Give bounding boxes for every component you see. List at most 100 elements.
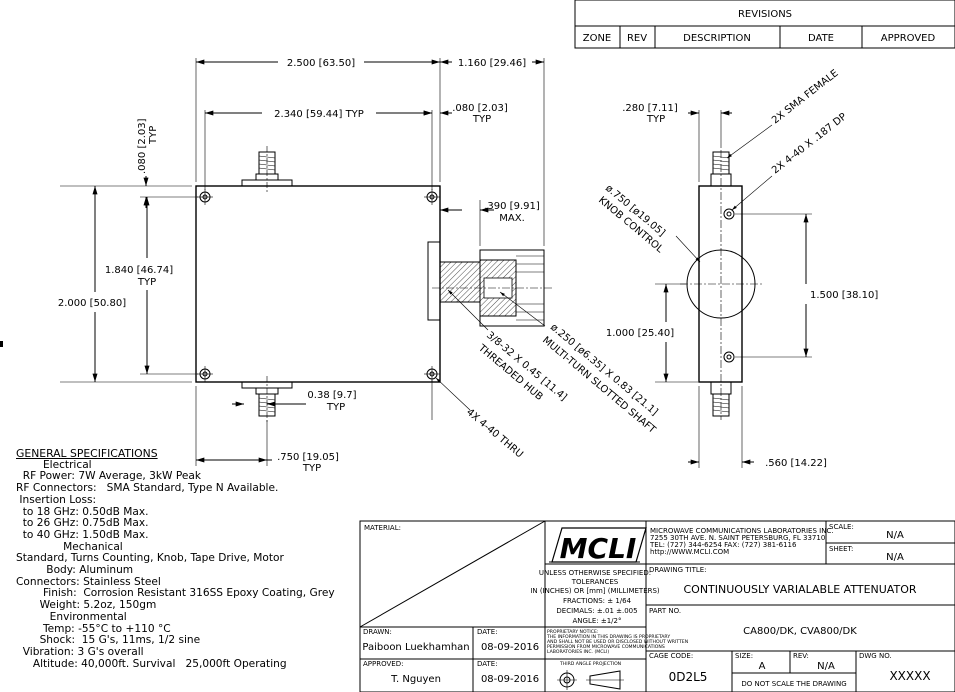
dwg-label: DWG NO. [859,652,892,660]
drawn-date: 08-09-2016 [481,642,539,653]
sma-connector-bottom [241,376,293,422]
approved-label: APPROVED: [363,660,403,668]
approved-by: T. Nguyen [390,674,441,685]
general-specifications: GENERAL SPECIFICATIONS Electrical RF Pow… [16,448,376,670]
notice-line-3: AND SHALL NOT BE USED OR DISCLOSED WITHO… [547,639,688,645]
sheet-label: SHEET: [829,545,853,553]
specs-list: Electrical RF Power: 7W Average, 3kW Pea… [16,458,376,671]
side-view: .280 [7.11] TYP 1.500 [38.10] 1.000 [25.… [596,68,878,469]
spec-line: to 26 GHz: 0.75dB Max. [16,517,149,530]
tapped-hole [723,208,735,220]
dim-knob-length: 1.160 [29.46] [458,58,526,69]
sheet-value: N/A [886,552,904,563]
side-sma-top [710,151,732,187]
rev-value: N/A [817,661,835,672]
projection-label: THIRD ANGLE PROJECTION [559,661,621,667]
scale-label: SCALE: [829,523,854,531]
notice-line-5: LABORATORIES INC. (MCLI) [547,649,609,655]
dim-height-overall: 2.000 [50.80] [58,298,126,309]
spec-line: RF Connectors: SMA Standard, Type N Avai… [16,482,279,495]
drawing-title: CONTINUOUSLY VARIALABLE ATTENUATOR [683,583,916,596]
dwg-value: XXXXX [889,669,930,683]
spec-line: Weight: 5.2oz, 150gm [16,599,157,612]
revisions-col-description: DESCRIPTION [683,33,751,44]
dim-max-protrusion-note: MAX. [499,213,525,224]
dim-max-protrusion: .390 [9.91] [484,201,540,212]
sma-connector-top [241,146,293,192]
spec-line: to 18 GHz: 0.50dB Max. [16,505,149,518]
company-line-2: 7255 30TH AVE. N. SAINT PETERSBURG, FL 3… [650,534,825,542]
knob-assembly [427,241,552,327]
mounting-hole [424,189,440,205]
specs-title: GENERAL SPECIFICATIONS [16,447,158,460]
drawing-title-label: DRAWING TITLE: [649,566,707,574]
dim-hole-spacing-x: 2.340 [59.44] TYP [274,109,364,120]
material-label: MATERIAL: [364,524,401,532]
spec-line: Mechanical [16,540,123,553]
drawn-date-label: DATE: [477,628,498,636]
no-scale-note: DO NOT SCALE THE DRAWING [741,680,846,688]
spec-line: to 40 GHz: 1.50dB Max. [16,528,149,541]
tapped-hole [723,351,735,363]
company-line-3: TEL: (727) 344-6254 FAX: (727) 381-6116 [649,541,797,549]
dim-edge-offset-right: .080 [2.03] [452,103,508,114]
spec-line: Finish: Corrosion Resistant 316SS Epoxy … [16,587,335,600]
threaded-hub [439,261,481,303]
side-sma-bottom [710,381,732,417]
spec-line: Temp: -55°C to +110 °C [16,622,171,635]
spec-line: Vibration: 3 G's overall [16,645,144,658]
approved-date-label: DATE: [477,660,498,668]
revisions-table: REVISIONS ZONE REV DESCRIPTION DATE APPR… [574,0,955,49]
part-number: CA800/DK, CVA800/DK [743,626,857,637]
revisions-col-rev: REV [627,33,647,44]
attenuator-body [195,185,441,383]
approved-date: 08-09-2016 [481,674,539,685]
cage-code: 0D2L5 [669,670,708,684]
drawn-label: DRAWN: [363,628,392,636]
spec-line: Environmental [16,610,127,623]
company-line-1: MICROWAVE COMMUNICATIONS LABORATORIES IN… [650,527,834,535]
dim-connector-pos-typ: TYP [302,463,321,474]
spec-line: RF Power: 7W Average, 3kW Peak [16,470,202,483]
spec-line: Body: Aluminum [16,564,134,577]
dim-side-conn-offset: .280 [7.11] [622,103,678,114]
tolerance-line-2: TOLERANCES [571,578,619,586]
sheet-edge-mark [0,341,3,347]
notice-line-2: THE INFORMATION IN THIS DRAWING IS PROPR… [546,634,670,640]
spec-line: Shock: 15 G's, 11ms, 1/2 sine [16,634,201,647]
company-line-4: http://WWW.MCLI.COM [650,548,729,556]
drawn-by: Paiboon Luekhamhan [362,642,469,653]
logo-text: MCLI [560,532,637,565]
tolerance-line-3: IN (INCHES) OR [mm] (MILLIMETERS) [530,587,660,595]
size-label: SIZE: [735,652,753,660]
mounting-hole [197,366,213,382]
spec-line: Insertion Loss: [16,493,97,506]
part-no-label: PART NO. [649,607,681,615]
revisions-col-approved: APPROVED [881,33,936,44]
revisions-col-zone: ZONE [583,33,612,44]
rev-label: REV: [793,652,809,660]
mcli-logo: MCLI [549,527,647,565]
dim-hole-spacing-y: 1.840 [46.74] [105,265,173,276]
dim-connector-offset: 0.38 [9.7] [307,390,356,401]
dim-side-thickness: .560 [14.22] [765,458,827,469]
dim-edge-offset-top: .080 [2.03] [137,118,148,174]
front-view: 2.500 [63.50] 1.160 [29.46] 2.340 [59.44… [58,58,660,474]
revisions-title: REVISIONS [738,9,792,20]
dim-edge-offset-top-typ: TYP [148,126,159,145]
dim-edge-offset-right-typ: TYP [472,114,491,125]
tolerance-line-1: UNLESS OTHERWISE SPECIFIED: [539,569,651,577]
dim-width-overall: 2.500 [63.50] [287,58,355,69]
tolerance-line-6: ANGLE: ±1/2° [573,617,622,625]
dim-connector-offset-typ: TYP [326,402,345,413]
third-angle-projection-icon [557,670,624,690]
dim-side-hole-spacing: 1.500 [38.10] [810,290,878,301]
callout-sma: 2X SMA FEMALE [770,68,840,126]
revisions-col-date: DATE [808,33,834,44]
spec-line: Electrical [16,458,92,471]
dim-hole-spacing-y-typ: TYP [137,277,156,288]
notice-line-4: PERMISSION FROM MICROWAVE COMMUNICATIONS [547,644,665,650]
dim-connector-pos: .750 [19.05] [277,452,339,463]
tolerance-line-4: FRACTIONS: ± 1/64 [563,597,632,605]
spec-line: Standard, Turns Counting, Knob, Tape Dri… [16,552,284,565]
